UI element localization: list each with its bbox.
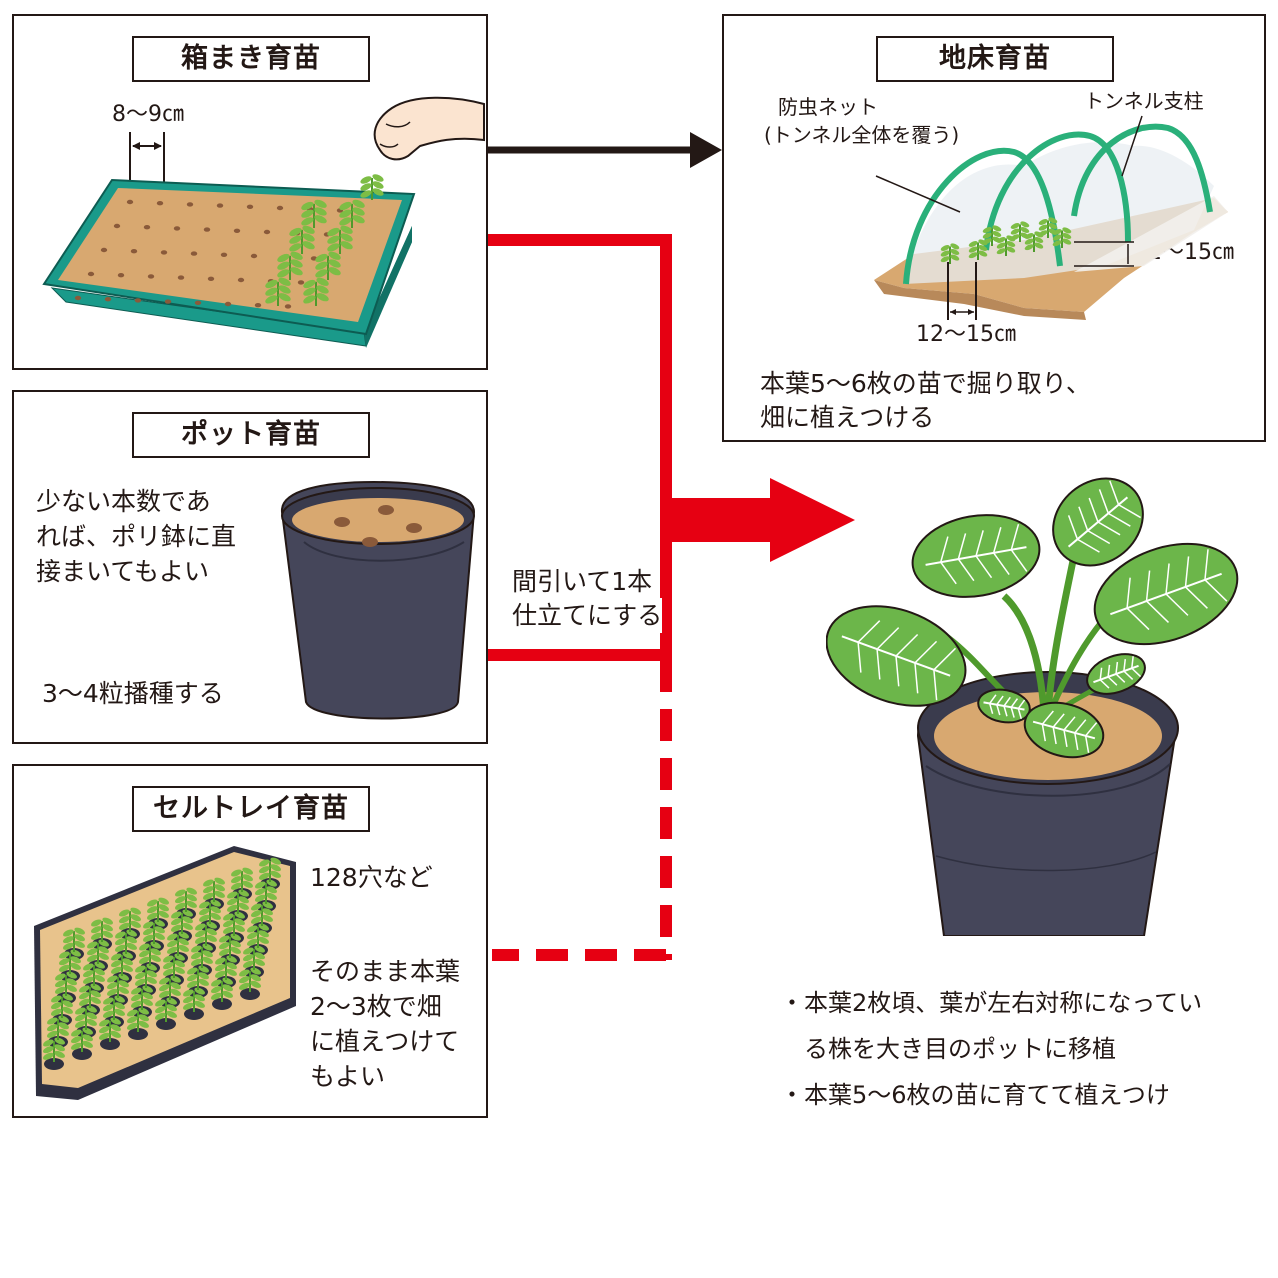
hand-icon	[375, 98, 484, 160]
planting-hole	[178, 275, 184, 279]
planting-hole	[75, 296, 81, 300]
planting-hole	[161, 250, 167, 254]
planting-hole	[298, 280, 304, 284]
planting-hole	[208, 277, 214, 281]
planting-hole	[118, 273, 124, 277]
thinning-line1: 間引いて1本	[512, 564, 652, 599]
final-note-1b: る株を大き目のポットに移植	[804, 1032, 1116, 1067]
small-pot-illustration	[14, 392, 486, 742]
plant-leaves	[826, 476, 1251, 765]
red-connector-dashed	[492, 660, 666, 960]
leaf	[906, 505, 1046, 606]
planting-hole	[157, 201, 163, 205]
cell-desc-line3: に植えつけて	[310, 1024, 459, 1059]
planting-hole	[238, 278, 244, 282]
planting-hole	[247, 205, 253, 209]
planting-hole	[187, 202, 193, 206]
planting-hole	[131, 249, 137, 253]
planting-hole	[174, 226, 180, 230]
planting-hole	[135, 298, 141, 302]
planting-hole	[234, 229, 240, 233]
planting-hole	[105, 297, 111, 301]
cell-hole-count: 128穴など	[310, 860, 433, 895]
planting-hole	[285, 304, 291, 308]
planting-hole	[255, 303, 261, 307]
thinning-line2: 仕立てにする	[512, 598, 662, 633]
planting-hole	[251, 254, 257, 258]
box-seedling-panel: 箱まき育苗 8〜9㎝	[12, 14, 488, 370]
planting-hole	[264, 230, 270, 234]
planting-hole	[277, 206, 283, 210]
planting-hole	[204, 227, 210, 231]
cell-tray-illustration	[14, 766, 304, 1116]
planting-hole	[165, 299, 171, 303]
transplant-pot-illustration	[826, 476, 1266, 936]
planting-hole	[114, 224, 120, 228]
planting-hole	[225, 302, 231, 306]
cell-desc-line4: もよい	[310, 1059, 385, 1094]
black-arrow	[488, 132, 722, 168]
planting-hole	[144, 225, 150, 229]
pot-seedling-panel: ポット育苗 少ない本数であ れば、ポリ鉢に直 接まいてもよい 3〜4粒播種する	[12, 390, 488, 744]
ground-seedling-panel: 地床育苗 防虫ネット (トンネル全体を覆う) トンネル支柱 12〜15㎝ 12〜…	[722, 14, 1266, 442]
planting-hole	[88, 272, 94, 276]
cell-desc-line2: 2〜3枚で畑	[310, 989, 442, 1024]
tunnel-bed-illustration	[724, 16, 1264, 440]
planting-hole	[148, 274, 154, 278]
planting-hole	[191, 251, 197, 255]
planting-hole	[101, 248, 107, 252]
final-note-2: ・本葉5〜6枚の苗に育てて植えつけ	[780, 1078, 1170, 1113]
planting-hole	[217, 203, 223, 207]
planting-hole	[127, 200, 133, 204]
planting-hole	[221, 253, 227, 257]
planting-hole	[195, 301, 201, 305]
cell-tray-panel: セルトレイ育苗 128穴など そのまま本葉 2〜3枚で畑 に植えつけて もよい	[12, 764, 488, 1118]
seed-tray-illustration	[14, 16, 486, 368]
cell-desc-line1: そのまま本葉	[310, 954, 460, 989]
final-note-1a: ・本葉2枚頃、葉が左右対称になってい	[780, 986, 1202, 1021]
